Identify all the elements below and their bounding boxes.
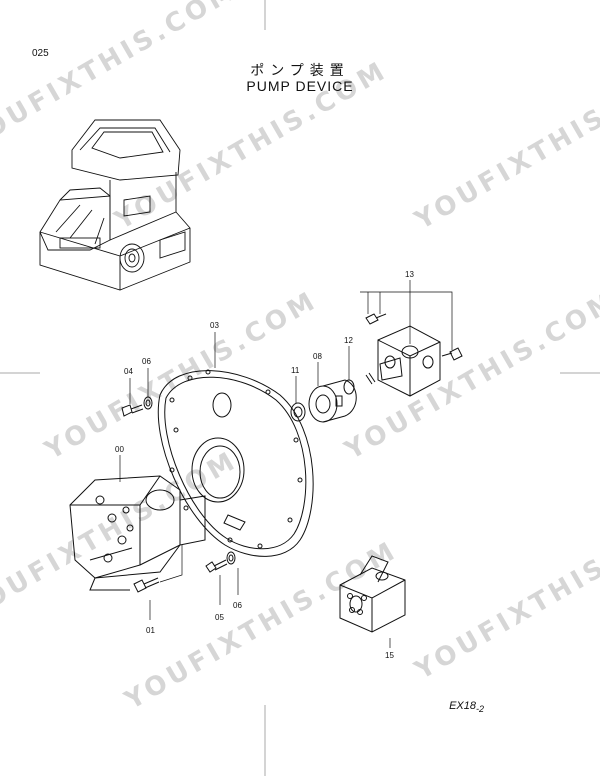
washer-06-lower <box>226 551 236 565</box>
small-pump <box>339 555 406 633</box>
main-pump <box>69 475 206 591</box>
coupling-bolt-2 <box>441 347 463 361</box>
model-code-suffix: -2 <box>475 704 484 715</box>
label-small-pump: 15 <box>385 651 394 660</box>
label-washer-upper: 06 <box>142 357 151 366</box>
label-bolt-pump: 01 <box>146 626 155 635</box>
collar <box>308 379 357 423</box>
bolt-01 <box>133 577 160 593</box>
model-code-main: EX18 <box>449 700 476 712</box>
label-o-ring: 12 <box>344 336 353 345</box>
flange-plate <box>157 369 314 557</box>
title-japanese: ポンプ装置 <box>250 63 350 79</box>
label-washer-lower: 06 <box>233 601 242 610</box>
oil-seal <box>290 402 306 422</box>
label-pump: 00 <box>115 445 124 454</box>
bolt-05 <box>205 559 228 573</box>
label-bolt-lower: 05 <box>215 613 224 622</box>
coupling-bolt-1 <box>365 313 387 325</box>
model-code: EX18-2 <box>449 700 484 714</box>
label-bolt-flange: 04 <box>124 367 133 376</box>
label-oil-seal: 11 <box>291 366 300 375</box>
bolt-04 <box>121 404 144 417</box>
label-flange: 03 <box>210 321 219 330</box>
label-collar: 08 <box>313 352 322 361</box>
page-title: PUMP DEVICE <box>246 78 354 94</box>
label-coupling: 13 <box>405 270 414 279</box>
coupling <box>377 325 441 397</box>
machine-overview <box>39 119 191 291</box>
washer-06-upper <box>143 396 153 410</box>
page-number: 025 <box>32 48 49 59</box>
